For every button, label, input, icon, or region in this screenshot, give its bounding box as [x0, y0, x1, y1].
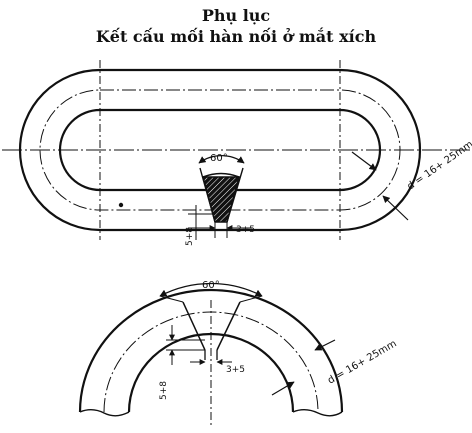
weld-bead-top — [202, 172, 240, 178]
groove-left-side — [182, 301, 206, 351]
arch-angle-label: 60° — [202, 280, 220, 291]
angle-arc-arch — [159, 282, 263, 297]
groove-right-side — [216, 301, 241, 351]
top-height-label: 5+8 — [185, 227, 195, 246]
weld-joint-top — [118, 151, 409, 240]
arch-gap-label: 3+5 — [226, 365, 245, 375]
arch-broken-end-left — [79, 409, 130, 417]
top-gap-label: 3+5 — [236, 225, 255, 235]
top-angle-label: 60° — [210, 153, 228, 164]
top-diameter-label: d = 16+ 25mm — [405, 139, 472, 193]
arch-height-label: 5+8 — [159, 381, 169, 400]
angle-arc-top — [198, 155, 245, 164]
chain-link-arch-view — [78, 288, 344, 425]
weld-joint-arch — [159, 282, 336, 396]
page-subtitle: Kết cấu mối hàn nối ở mắt xích — [95, 27, 377, 46]
arch-diameter-label: d = 16+ 25mm — [326, 338, 399, 386]
chain-link-top-view — [2, 60, 470, 240]
link-outer-contour — [18, 68, 422, 232]
arch-broken-end-right — [292, 409, 343, 417]
page-title: Phụ lục — [201, 6, 271, 25]
